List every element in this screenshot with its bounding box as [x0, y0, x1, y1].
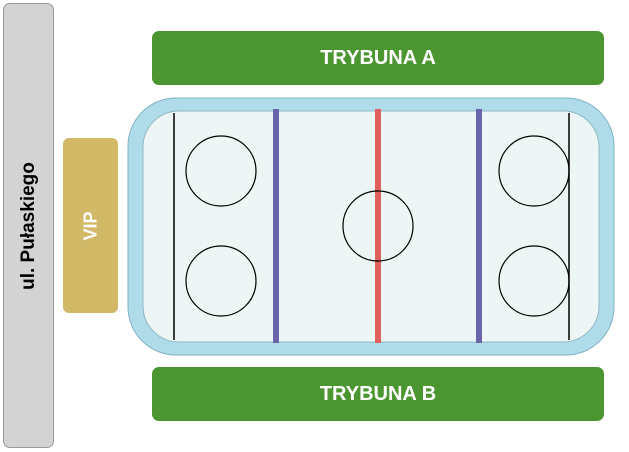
stand-a-label: TRYBUNA A	[320, 46, 436, 69]
faceoff-circle-top-left	[185, 135, 257, 207]
faceoff-circle-bottom-left	[185, 245, 257, 317]
rink-ice	[142, 110, 600, 343]
street-label: ul. Pułaskiego	[17, 161, 39, 290]
vip-section[interactable]: VIP	[63, 138, 118, 313]
faceoff-circle-top-right	[498, 135, 570, 207]
stand-b-label: TRYBUNA B	[319, 382, 437, 405]
stand-trybuna-a[interactable]: TRYBUNA A	[152, 31, 604, 85]
ice-rink	[127, 97, 615, 356]
faceoff-circle-bottom-right	[498, 245, 570, 317]
vip-label: VIP	[80, 210, 100, 241]
center-faceoff-circle	[342, 190, 414, 262]
stand-trybuna-b[interactable]: TRYBUNA B	[152, 367, 604, 421]
street-ul-pulaskiego: ul. Pułaskiego	[3, 3, 54, 448]
